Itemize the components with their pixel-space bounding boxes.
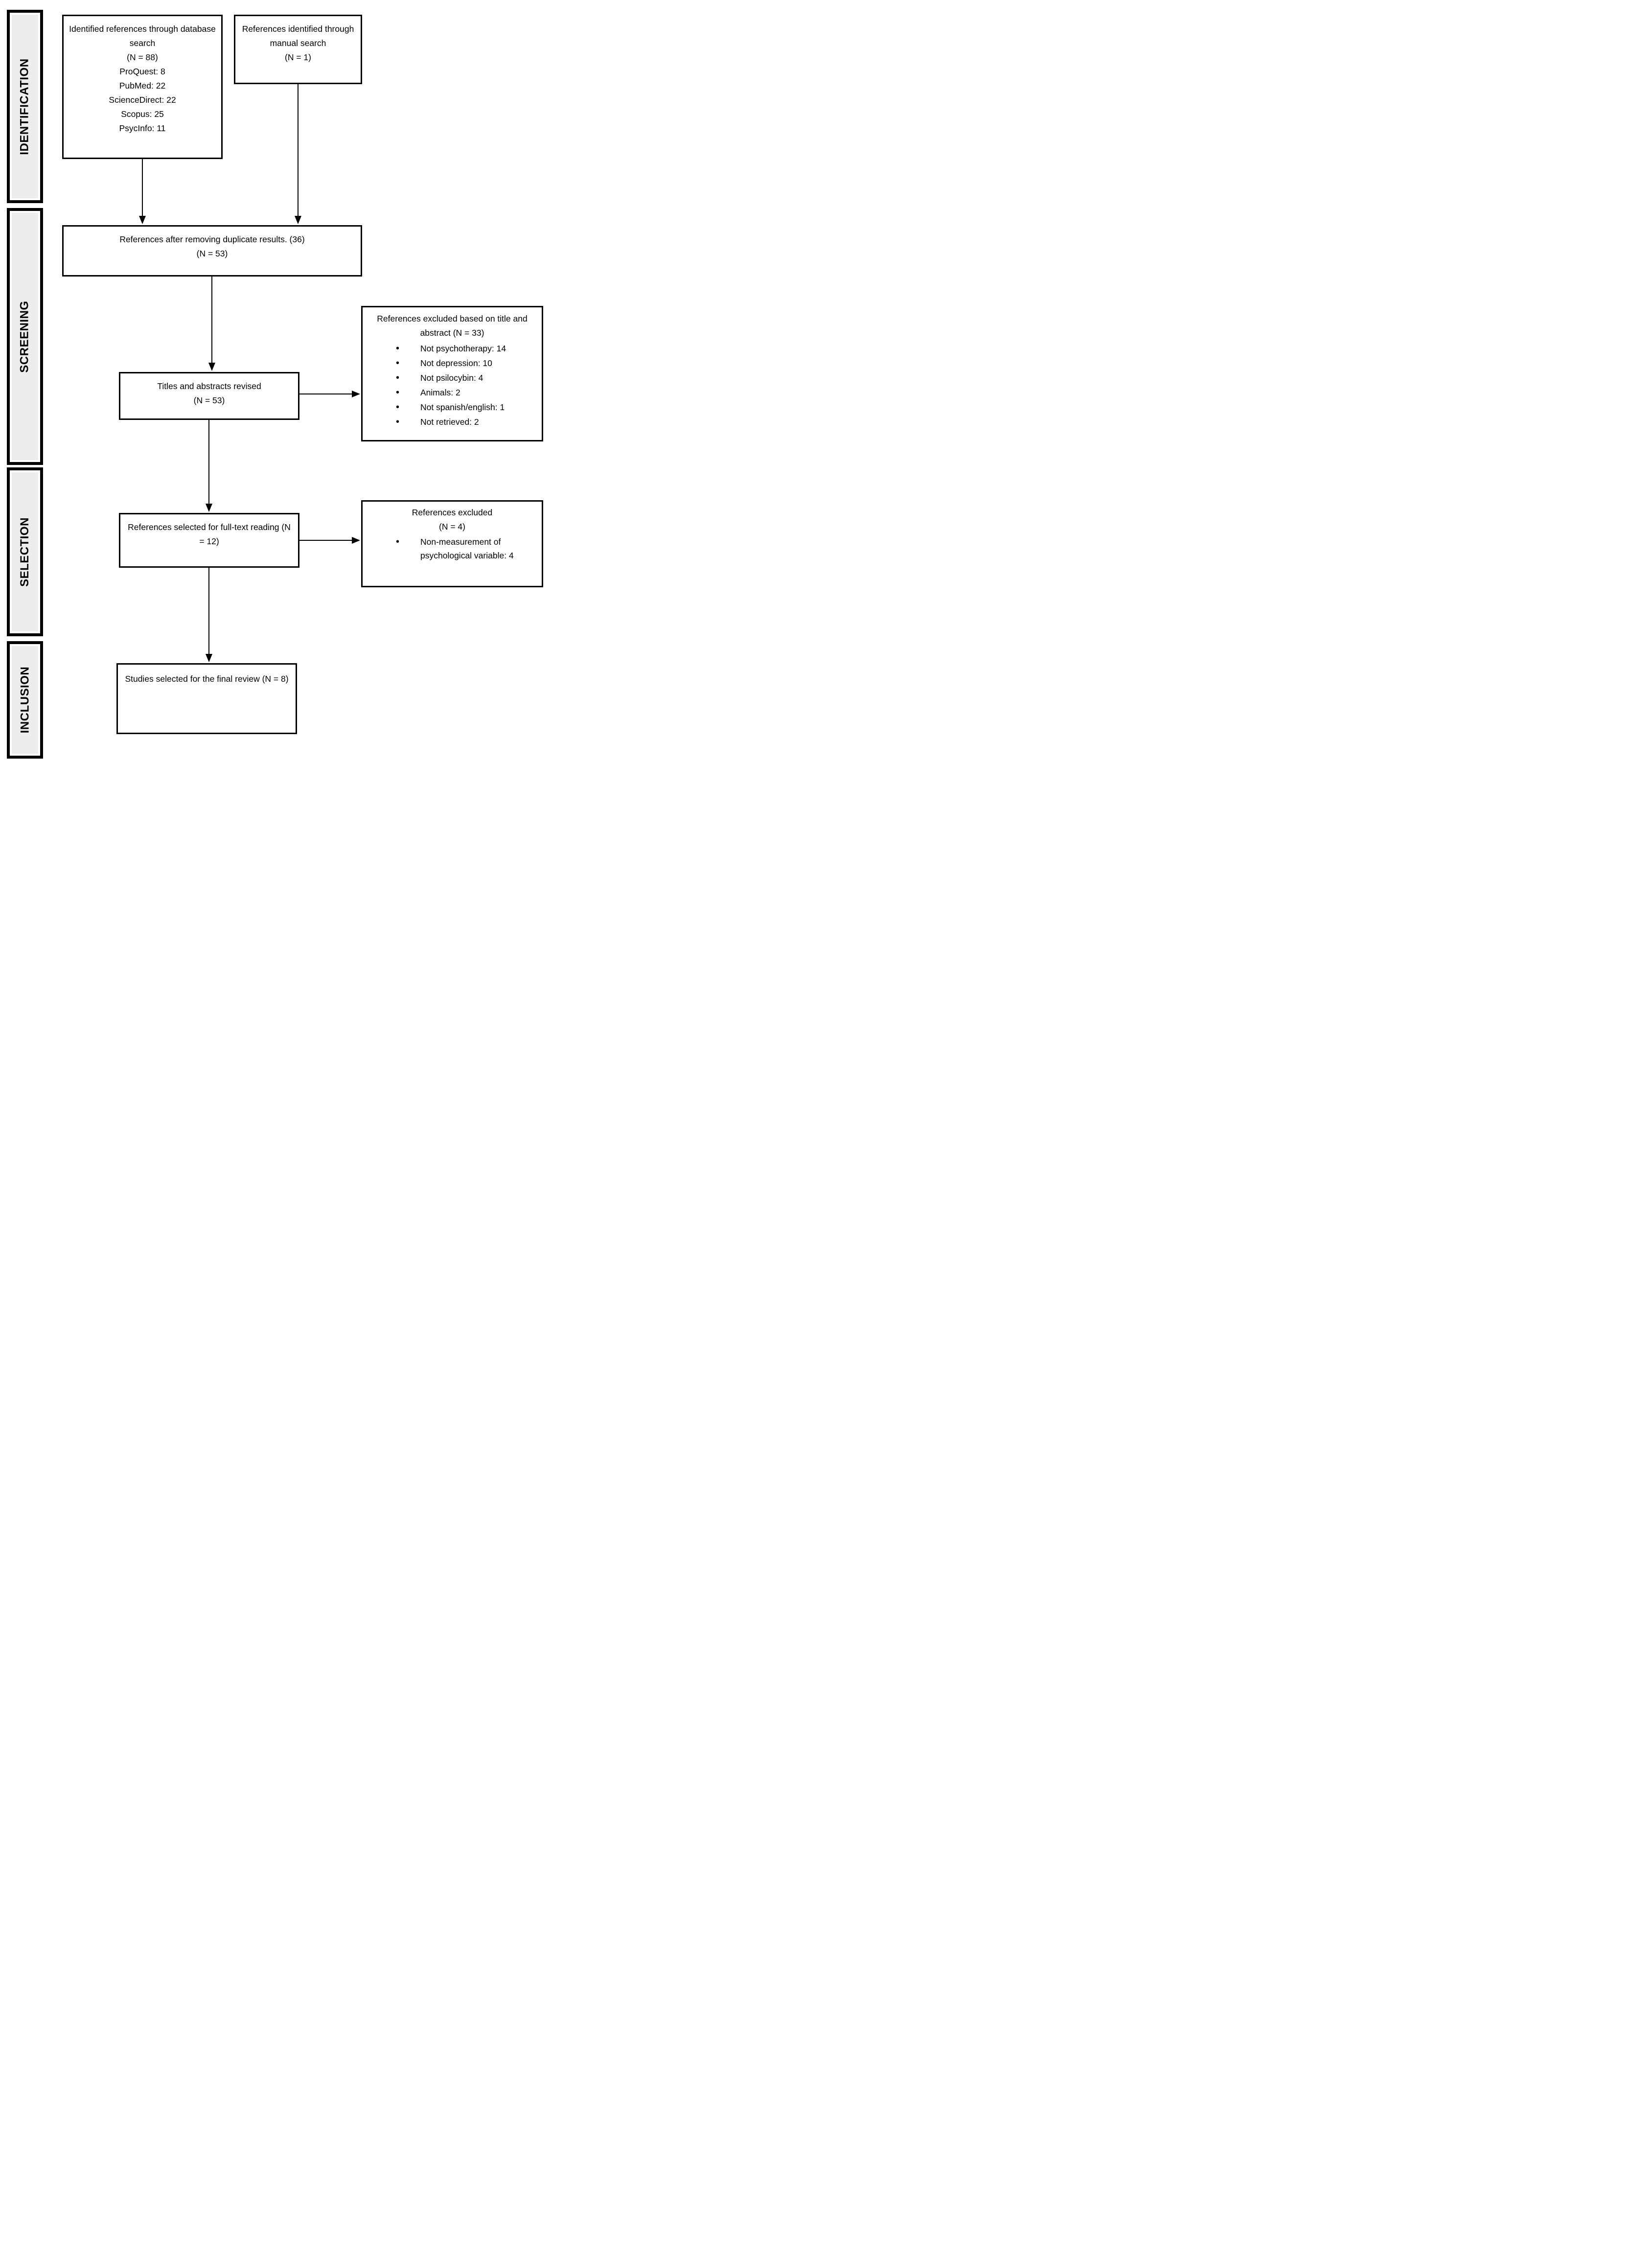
arrow-manual-to-duplicates-line — [298, 84, 299, 217]
arrow-titles-to-fulltext-head — [206, 504, 212, 512]
box-database-search-source: Scopus: 25 — [121, 109, 164, 119]
box-duplicates-removed-n: (N = 53) — [196, 249, 228, 258]
arrow-database-to-duplicates-head — [139, 216, 146, 224]
box-full-text-reading-title: References selected for full-text readin… — [128, 522, 291, 546]
box-duplicates-removed-title: References after removing duplicate resu… — [119, 234, 305, 244]
box-titles-abstracts-revised: Titles and abstracts revised (N = 53) — [119, 372, 299, 420]
box-excluded-full-text-n: (N = 4) — [439, 522, 465, 532]
arrow-duplicates-to-titles-line — [211, 277, 212, 364]
arrow-fulltext-to-final-line — [208, 568, 209, 655]
box-titles-abstracts-n: (N = 53) — [193, 395, 225, 405]
excluded-reason: Not spanish/english: 1 — [368, 400, 537, 415]
box-manual-search-n: (N = 1) — [285, 52, 311, 62]
stage-selection-label: SELECTION — [18, 517, 31, 587]
box-database-search-title: Identified references through database s… — [69, 24, 216, 48]
box-excluded-title-abstract-title: References excluded based on title and a… — [377, 314, 528, 338]
box-final-review: Studies selected for the final review (N… — [116, 663, 297, 734]
box-database-search-n: (N = 88) — [127, 52, 158, 62]
arrow-titles-to-fulltext-line — [208, 420, 209, 505]
excluded-title-abstract-list: Not psychotherapy: 14 Not depression: 10… — [368, 341, 537, 429]
box-final-review-title: Studies selected for the final review (N… — [125, 674, 289, 684]
box-excluded-full-text-title: References excluded — [412, 508, 493, 517]
box-manual-search-title: References identified through manual sea… — [242, 24, 354, 48]
box-excluded-full-text: References excluded (N = 4) Non-measurem… — [361, 500, 543, 587]
excluded-full-text-list: Non-measurement of psychological variabl… — [368, 535, 537, 562]
box-database-search-source: ProQuest: 8 — [119, 67, 165, 76]
stage-inclusion: INCLUSION — [7, 641, 43, 759]
box-full-text-reading: References selected for full-text readin… — [119, 513, 299, 568]
excluded-reason: Not psychotherapy: 14 — [368, 341, 537, 356]
stage-identification-label: IDENTIFICATION — [18, 58, 31, 155]
arrow-fulltext-to-excluded-head — [352, 537, 360, 544]
box-database-search-source: PsycInfo: 11 — [119, 123, 166, 133]
excluded-reason: Not depression: 10 — [368, 356, 537, 370]
box-manual-search: References identified through manual sea… — [234, 15, 362, 84]
arrow-fulltext-to-final-head — [206, 654, 212, 662]
arrow-titles-to-excluded-head — [352, 391, 360, 397]
stage-selection: SELECTION — [7, 467, 43, 636]
box-database-search-source: PubMed: 22 — [119, 81, 166, 91]
arrow-duplicates-to-titles-head — [208, 363, 215, 371]
stage-screening-label: SCREENING — [18, 300, 31, 373]
excluded-reason: Non-measurement of psychological variabl… — [368, 535, 537, 562]
box-excluded-title-abstract: References excluded based on title and a… — [361, 306, 543, 441]
arrow-database-to-duplicates-line — [142, 159, 143, 217]
stage-screening: SCREENING — [7, 208, 43, 465]
box-database-search: Identified references through database s… — [62, 15, 223, 159]
excluded-reason: Animals: 2 — [368, 385, 537, 400]
excluded-reason: Not retrieved: 2 — [368, 415, 537, 429]
box-database-search-source: ScienceDirect: 22 — [109, 95, 176, 105]
stage-inclusion-label: INCLUSION — [18, 666, 31, 734]
prisma-flow-diagram: IDENTIFICATION SCREENING SELECTION INCLU… — [0, 0, 551, 765]
stage-identification: IDENTIFICATION — [7, 10, 43, 203]
arrow-fulltext-to-excluded-line — [299, 540, 353, 541]
excluded-reason: Not psilocybin: 4 — [368, 370, 537, 385]
arrow-manual-to-duplicates-head — [295, 216, 301, 224]
box-duplicates-removed: References after removing duplicate resu… — [62, 225, 362, 277]
arrow-titles-to-excluded-line — [299, 393, 353, 394]
box-titles-abstracts-title: Titles and abstracts revised — [157, 381, 261, 391]
